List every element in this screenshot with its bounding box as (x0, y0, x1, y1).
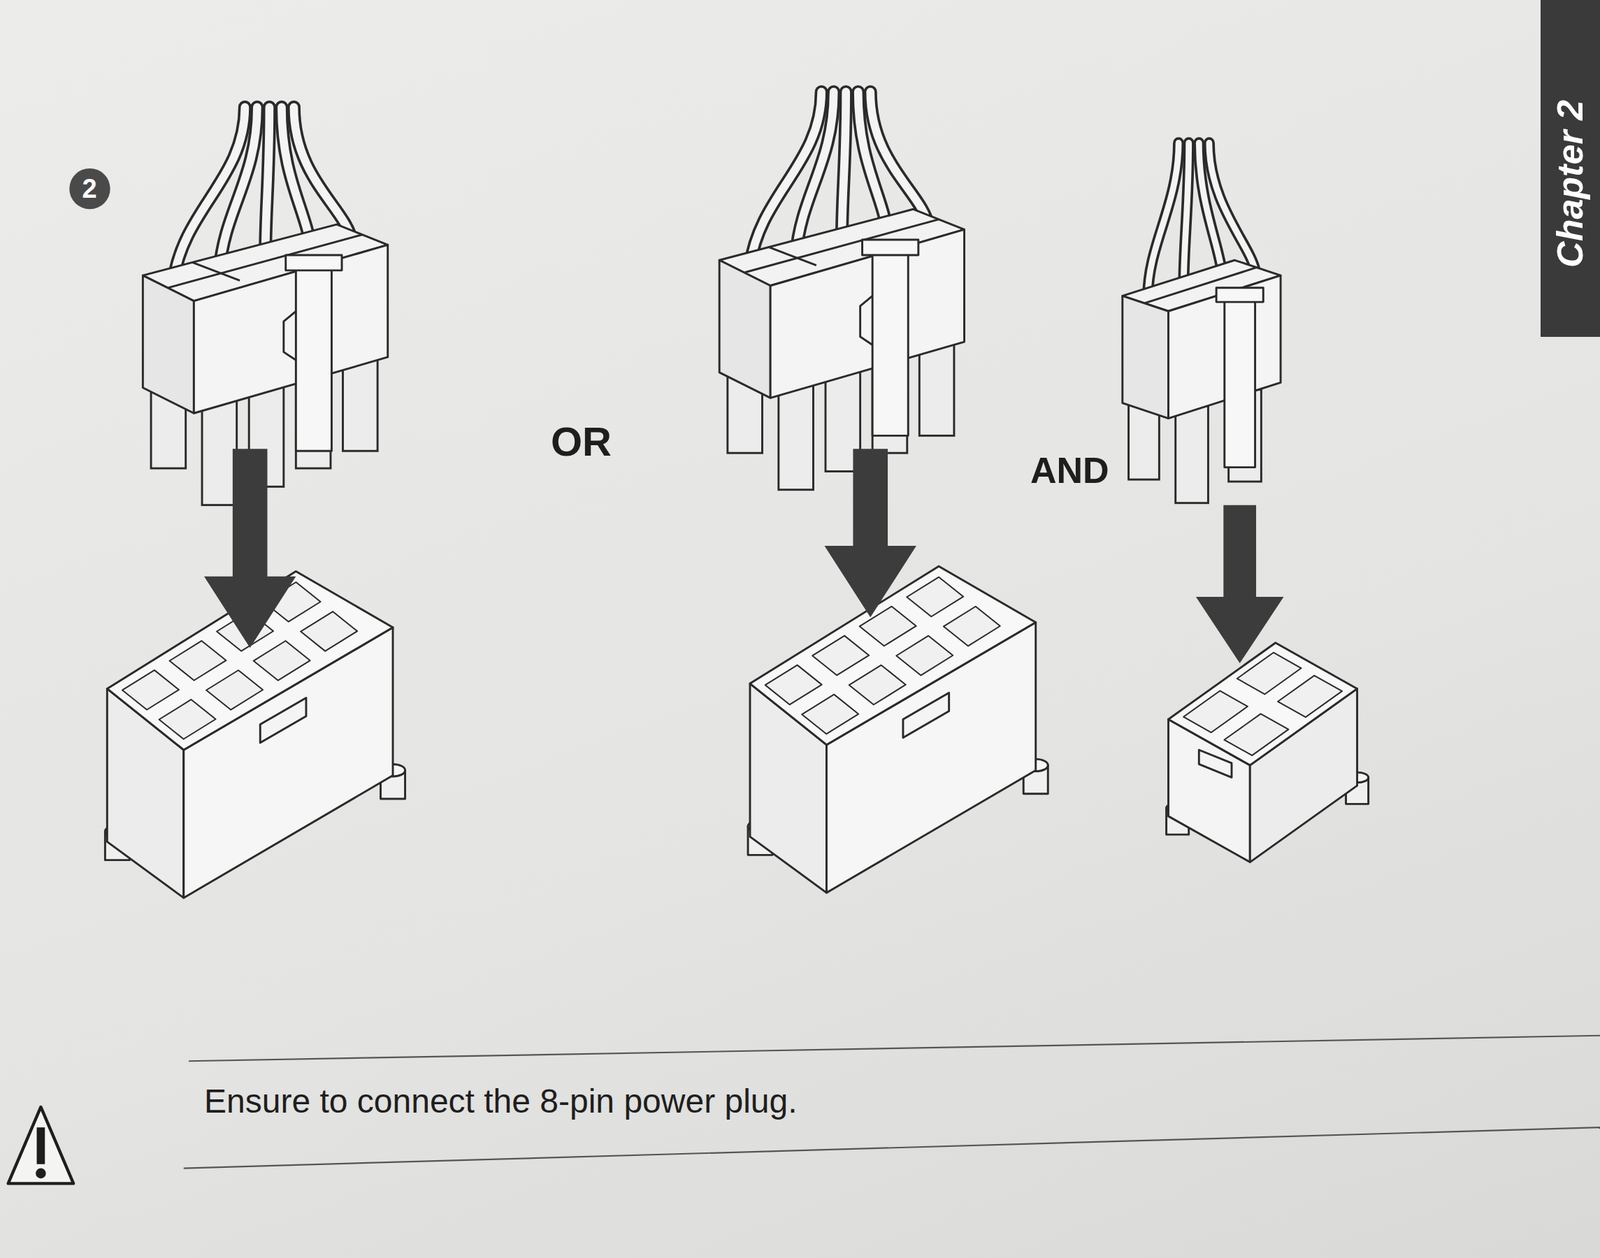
plug-4-pin (1122, 142, 1281, 503)
plug-8-pin (142, 106, 388, 505)
plug-8-pin (719, 91, 964, 490)
callout-number: 2 (69, 168, 110, 209)
or-label: OR (550, 417, 612, 465)
warning-note: Ensure to connect the 8-pin power plug. (204, 1082, 798, 1121)
socket-8-pin (747, 566, 1048, 893)
socket-4-pin (1166, 643, 1369, 863)
warning-symbol (8, 1107, 74, 1184)
chapter-label: Chapter 2 (1540, 44, 1600, 324)
and-label: AND (1030, 449, 1110, 492)
insert-arrows (204, 448, 1284, 664)
note-rules (183, 1035, 1600, 1169)
callout-circle (69, 168, 110, 209)
